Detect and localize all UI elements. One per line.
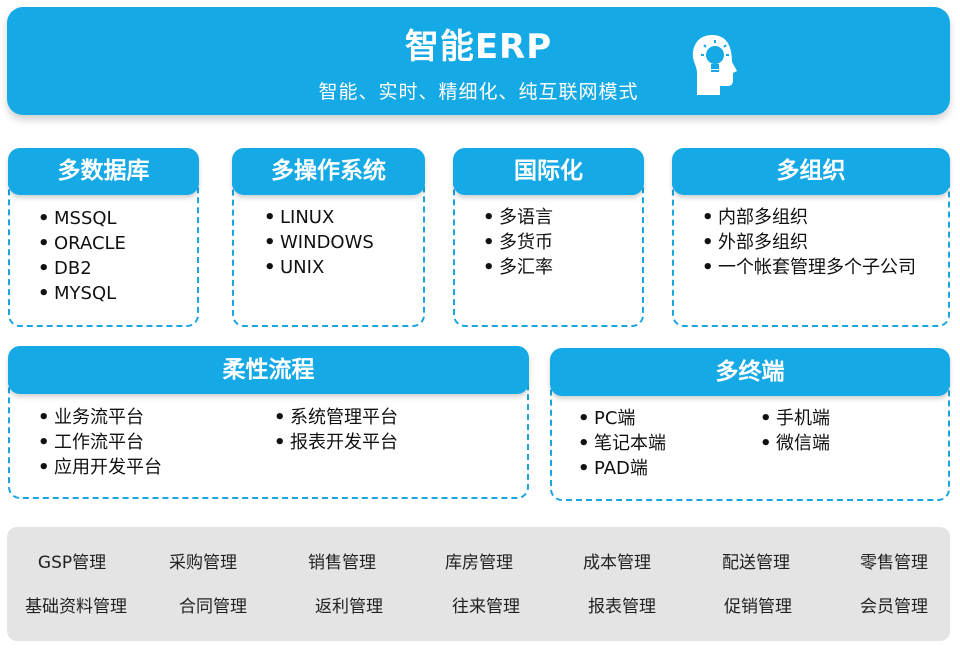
page-subtitle: 智能、实时、精细化、纯互联网模式	[318, 81, 639, 103]
list-item: 多语言	[483, 205, 553, 230]
head-lightbulb-icon	[692, 35, 737, 95]
module-basic-data: 基础资料管理	[25, 597, 127, 617]
card-list-multi-terminal-right: 手机端 微信端	[760, 406, 830, 456]
module-band: GSP管理 采购管理 销售管理 库房管理 成本管理 配送管理 零售管理 基础资料…	[7, 527, 950, 641]
card-list-internationalization: 多语言 多货币 多汇率	[483, 205, 553, 280]
module-gsp: GSP管理	[37, 553, 107, 573]
list-item: 多货币	[483, 230, 553, 255]
card-title-multi-os: 多操作系统	[232, 148, 425, 195]
list-item: 内部多组织	[702, 205, 916, 230]
card-title-internationalization: 国际化	[453, 148, 644, 195]
card-list-multi-database: MSSQL ORACLE DB2 MYSQL	[38, 206, 126, 306]
list-item: DB2	[38, 256, 126, 281]
list-item: 报表开发平台	[274, 430, 398, 455]
module-accounts: 往来管理	[452, 597, 520, 617]
module-promotion: 促销管理	[724, 597, 792, 617]
module-rebate: 返利管理	[315, 597, 383, 617]
module-cost: 成本管理	[583, 553, 651, 573]
header-banner: 智能ERP 智能、实时、精细化、纯互联网模式	[7, 7, 950, 115]
module-purchase: 采购管理	[169, 553, 237, 573]
card-title-multi-database: 多数据库	[8, 148, 199, 195]
list-item: PC端	[578, 406, 666, 431]
module-contract: 合同管理	[179, 597, 247, 617]
list-item: 业务流平台	[38, 405, 162, 430]
module-delivery: 配送管理	[722, 553, 790, 573]
card-title-flexible-process: 柔性流程	[8, 346, 529, 394]
list-item: ORACLE	[38, 231, 126, 256]
list-item: LINUX	[264, 205, 374, 230]
module-membership: 会员管理	[860, 597, 928, 617]
list-item: 工作流平台	[38, 430, 162, 455]
list-item: 笔记本端	[578, 431, 666, 456]
list-item: UNIX	[264, 255, 374, 280]
module-reports: 报表管理	[588, 597, 656, 617]
card-title-multi-organization: 多组织	[672, 148, 950, 195]
list-item: 多汇率	[483, 255, 553, 280]
list-item: 手机端	[760, 406, 830, 431]
list-item: 微信端	[760, 431, 830, 456]
list-item: MYSQL	[38, 281, 126, 306]
list-item: PAD端	[578, 456, 666, 481]
module-sales: 销售管理	[308, 553, 376, 573]
list-item: 应用开发平台	[38, 455, 162, 480]
list-item: 一个帐套管理多个子公司	[702, 255, 916, 280]
module-warehouse: 库房管理	[445, 553, 513, 573]
list-item: MSSQL	[38, 206, 126, 231]
page-title: 智能ERP	[404, 27, 553, 67]
card-list-multi-organization: 内部多组织 外部多组织 一个帐套管理多个子公司	[702, 205, 916, 280]
card-list-flexible-process-left: 业务流平台 工作流平台 应用开发平台	[38, 405, 162, 480]
card-title-multi-terminal: 多终端	[550, 348, 950, 396]
card-list-flexible-process-right: 系统管理平台 报表开发平台	[274, 405, 398, 455]
module-retail: 零售管理	[860, 553, 928, 573]
list-item: 系统管理平台	[274, 405, 398, 430]
card-list-multi-terminal-left: PC端 笔记本端 PAD端	[578, 406, 666, 481]
card-list-multi-os: LINUX WINDOWS UNIX	[264, 205, 374, 280]
list-item: WINDOWS	[264, 230, 374, 255]
list-item: 外部多组织	[702, 230, 916, 255]
